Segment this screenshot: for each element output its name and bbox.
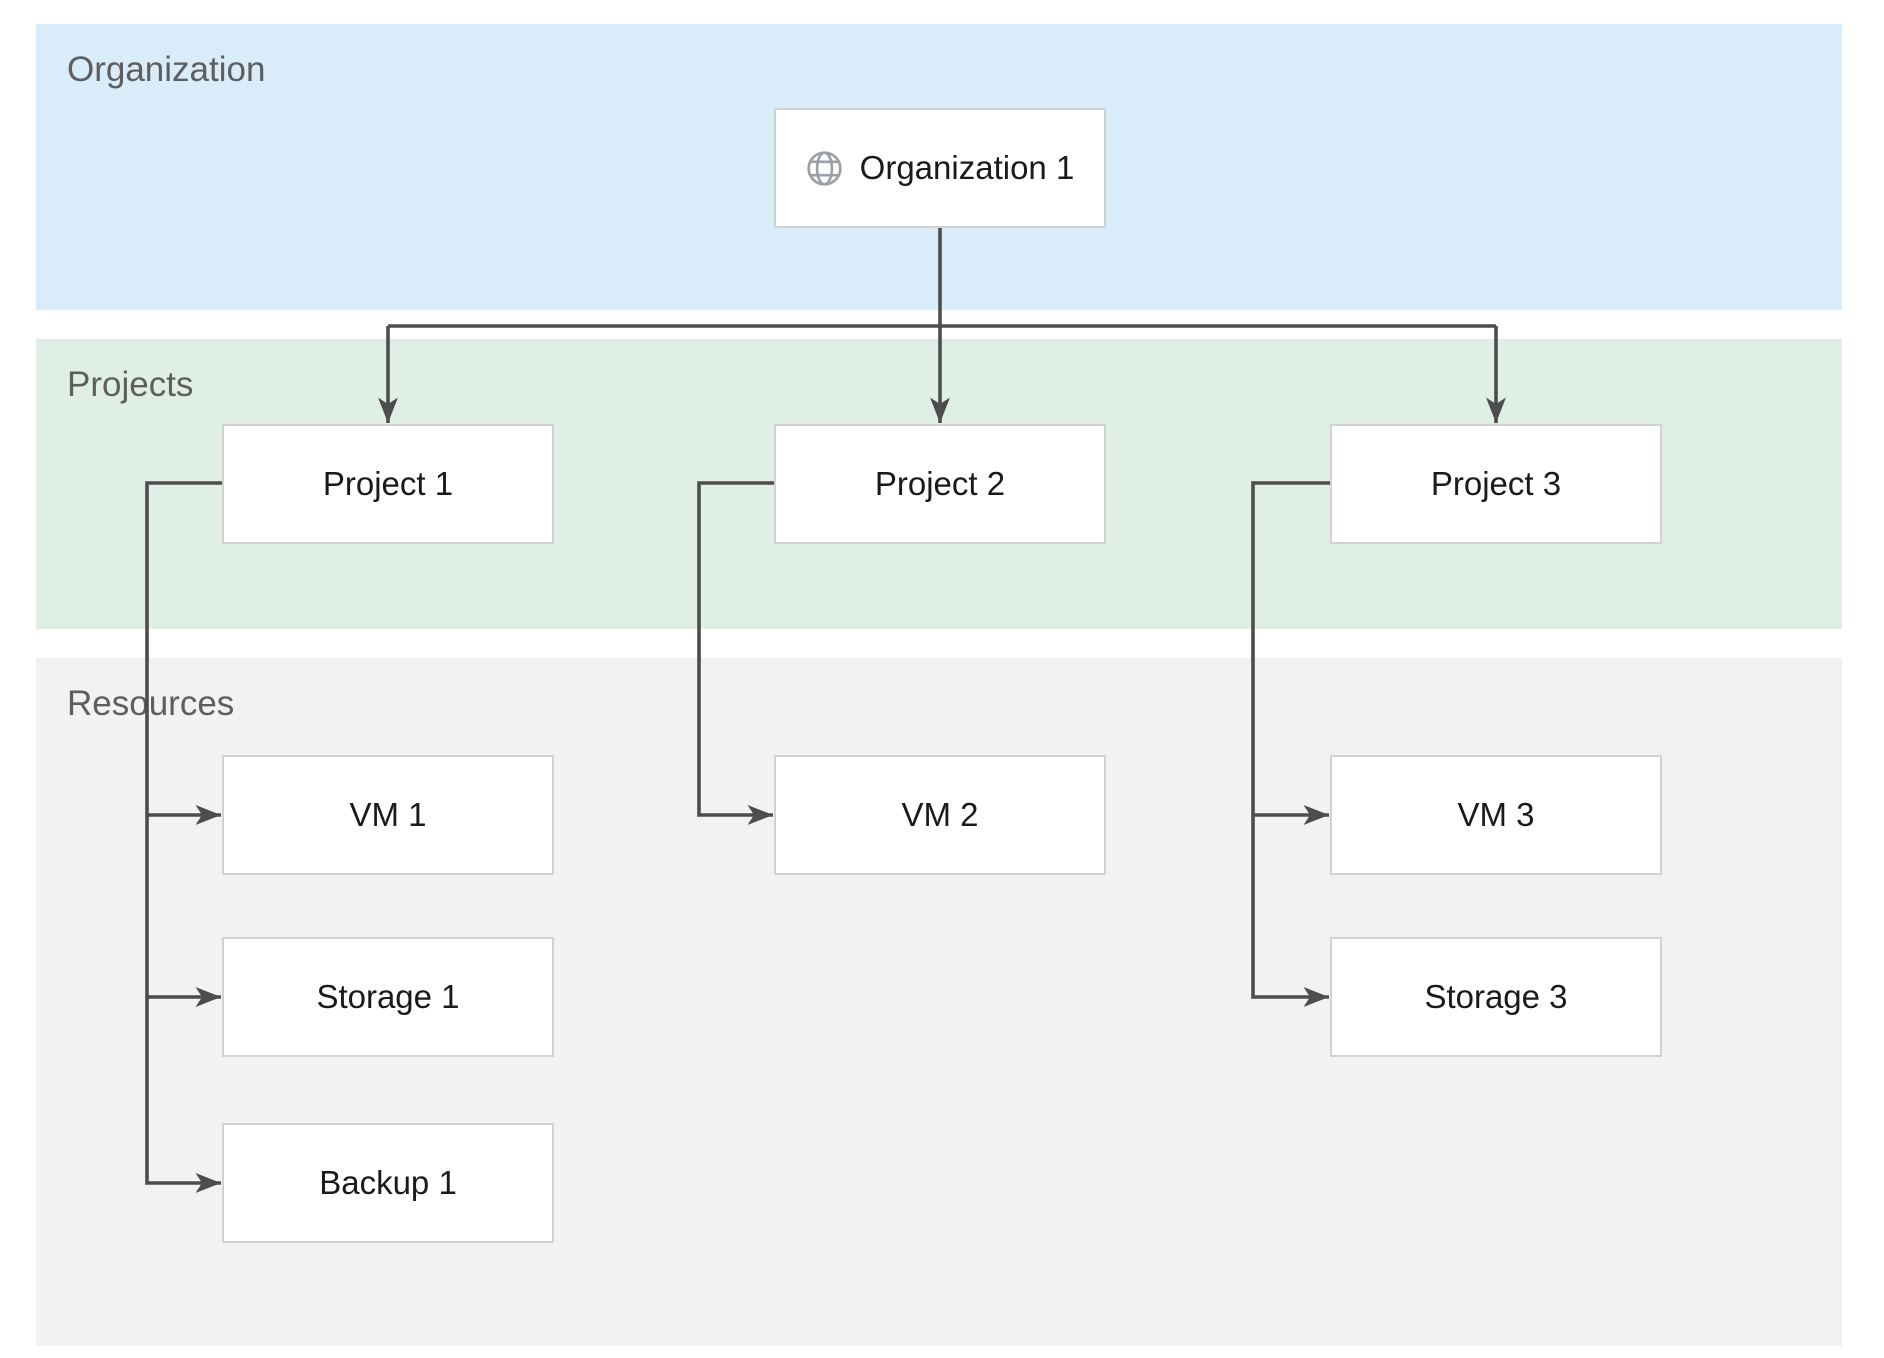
band-label-projects: Projects xyxy=(67,365,194,404)
node-label: Organization 1 xyxy=(859,149,1075,186)
node-project-1[interactable]: Project 1 xyxy=(222,424,554,544)
node-vm-3[interactable]: VM 3 xyxy=(1330,755,1662,875)
edge-project3-storage3 xyxy=(1251,481,1330,1007)
node-organization-1[interactable]: Organization 1 xyxy=(774,108,1106,228)
node-vm-2[interactable]: VM 2 xyxy=(774,755,1106,875)
band-label-organization: Organization xyxy=(67,50,266,89)
node-label: Project 3 xyxy=(1430,465,1562,502)
node-label: VM 2 xyxy=(901,796,979,833)
node-label: VM 1 xyxy=(349,796,427,833)
node-label: VM 3 xyxy=(1457,796,1535,833)
node-label: Project 1 xyxy=(322,465,454,502)
node-backup-1[interactable]: Backup 1 xyxy=(222,1123,554,1243)
node-label: Storage 1 xyxy=(316,978,460,1015)
node-storage-3[interactable]: Storage 3 xyxy=(1330,937,1662,1057)
edge-project2-vm2 xyxy=(697,481,775,825)
node-storage-1[interactable]: Storage 1 xyxy=(222,937,554,1057)
band-label-resources: Resources xyxy=(67,684,235,723)
node-project-2[interactable]: Project 2 xyxy=(774,424,1106,544)
globe-icon xyxy=(807,150,842,186)
node-vm-1[interactable]: VM 1 xyxy=(222,755,554,875)
node-project-3[interactable]: Project 3 xyxy=(1330,424,1662,544)
edge-project1-backup1 xyxy=(145,481,222,1193)
node-label: Backup 1 xyxy=(319,1164,457,1201)
node-label: Project 2 xyxy=(874,465,1006,502)
node-label: Storage 3 xyxy=(1424,978,1568,1015)
